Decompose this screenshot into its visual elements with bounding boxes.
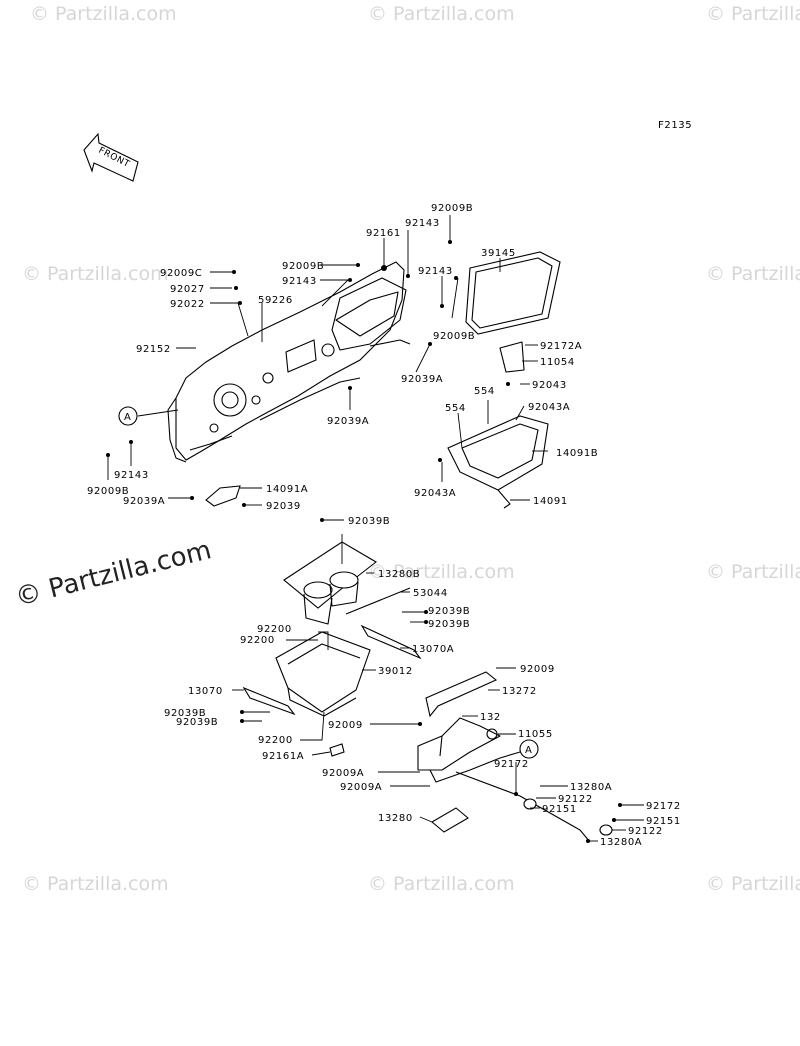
part-label: 92172 — [494, 759, 529, 770]
part-label: 53044 — [413, 588, 448, 599]
bracket-13070a — [360, 624, 422, 660]
part-label: 92143 — [405, 218, 440, 229]
part-label: 14091A — [266, 484, 308, 495]
part-label: 92161A — [262, 751, 304, 762]
grommet-92122-b — [599, 824, 613, 836]
part-label: 92039 — [266, 501, 301, 512]
part-label: 92039A — [123, 496, 165, 507]
part-label: 39012 — [378, 666, 413, 677]
part-label: 92009B — [282, 261, 324, 272]
part-label: 92009A — [340, 782, 382, 793]
watermark-text: © Partzilla.com — [22, 263, 169, 285]
part-label: 59226 — [258, 295, 293, 306]
part-label: 14091B — [556, 448, 598, 459]
part-label: 92027 — [170, 284, 205, 295]
part-label: 13070A — [412, 644, 454, 655]
watermark-text: © Partzilla.com — [706, 873, 800, 895]
part-label: 92143 — [282, 276, 317, 287]
fastener-dots — [106, 240, 622, 843]
part-label: 92151 — [542, 804, 577, 815]
tray-14091b — [447, 341, 549, 509]
part-label: 92043A — [414, 488, 456, 499]
watermark-text: © Partzilla.com — [706, 3, 800, 25]
trim-piece-14091a — [205, 485, 241, 507]
watermark-main: © Partzilla.com — [12, 535, 214, 613]
watermark-text: © Partzilla.com — [706, 561, 800, 583]
watermark-text: © Partzilla.com — [30, 3, 177, 25]
rod-53044 — [345, 587, 411, 615]
bracket-13070 — [242, 686, 296, 716]
pad-92161a — [329, 743, 345, 757]
part-label: 13070 — [188, 686, 223, 697]
part-label: 92009 — [520, 664, 555, 675]
part-label: 92043A — [528, 402, 570, 413]
watermark-text: © Partzilla.com — [22, 873, 169, 895]
part-label: 92009B — [431, 203, 473, 214]
frame-bracket-132 — [417, 717, 591, 843]
part-label: 554 — [474, 386, 495, 397]
part-label: 92039A — [401, 374, 443, 385]
svg-text:A: A — [525, 745, 532, 756]
callout-a-top: A — [118, 406, 138, 426]
part-label: 92172 — [646, 801, 681, 812]
part-label: 92039B — [164, 708, 206, 719]
box-39012 — [275, 631, 371, 717]
watermark-layer: © Partzilla.com © Partzilla.com © Partzi… — [22, 3, 800, 895]
watermark-text: © Partzilla.com — [706, 263, 800, 285]
leader-lines — [107, 215, 644, 842]
part-label: 13280A — [600, 837, 642, 848]
cupholder-13280b — [283, 541, 377, 625]
part-label: 92161 — [366, 228, 401, 239]
part-label: 92009 — [328, 720, 363, 731]
part-label: 92151 — [646, 816, 681, 827]
part-label: 92200 — [257, 624, 292, 635]
part-label: 11054 — [540, 357, 575, 368]
part-label: 92039A — [327, 416, 369, 427]
part-label: 92009B — [87, 486, 129, 497]
mount-13280 — [431, 807, 469, 833]
part-label: 92022 — [170, 299, 205, 310]
part-label: 92043 — [532, 380, 567, 391]
part-label: 554 — [445, 403, 466, 414]
watermark-text: © Partzilla.com — [368, 3, 515, 25]
part-label: 11055 — [518, 729, 553, 740]
part-labels: 92009C 92027 92022 59226 92152 92143 920… — [87, 203, 681, 848]
part-label: 92172A — [540, 341, 582, 352]
part-label: 92122 — [628, 826, 663, 837]
part-label: 92143 — [418, 266, 453, 277]
part-label: 92039B — [176, 717, 218, 728]
part-label: 92152 — [136, 344, 171, 355]
cover-39145 — [465, 251, 561, 335]
dashboard-panel — [167, 261, 411, 463]
part-label: 92009B — [433, 331, 475, 342]
watermark-text: © Partzilla.com — [368, 873, 515, 895]
part-label: 39145 — [481, 248, 516, 259]
part-label: 14091 — [533, 496, 568, 507]
part-label: 92009C — [160, 268, 202, 279]
front-arrow-icon: FRONT — [83, 132, 139, 182]
part-label: 92009A — [322, 768, 364, 779]
part-label: 92122 — [558, 794, 593, 805]
watermark-text: © Partzilla.com — [368, 561, 515, 583]
part-label: 132 — [480, 712, 501, 723]
part-label: 13280 — [378, 813, 413, 824]
part-label: 92039B — [428, 606, 470, 617]
part-label: 13272 — [502, 686, 537, 697]
part-label: 13280A — [570, 782, 612, 793]
part-label: 92039B — [428, 619, 470, 630]
grommet-92122 — [523, 798, 537, 810]
part-label: 92200 — [240, 635, 275, 646]
figure-code: F2135 — [658, 120, 692, 131]
svg-text:A: A — [124, 412, 131, 423]
plate-13272 — [425, 671, 498, 718]
part-label: 92200 — [258, 735, 293, 746]
part-label: 92039B — [348, 516, 390, 527]
part-label: 13280B — [378, 569, 420, 580]
part-label: 92143 — [114, 470, 149, 481]
callout-a-bottom: A — [519, 739, 539, 759]
